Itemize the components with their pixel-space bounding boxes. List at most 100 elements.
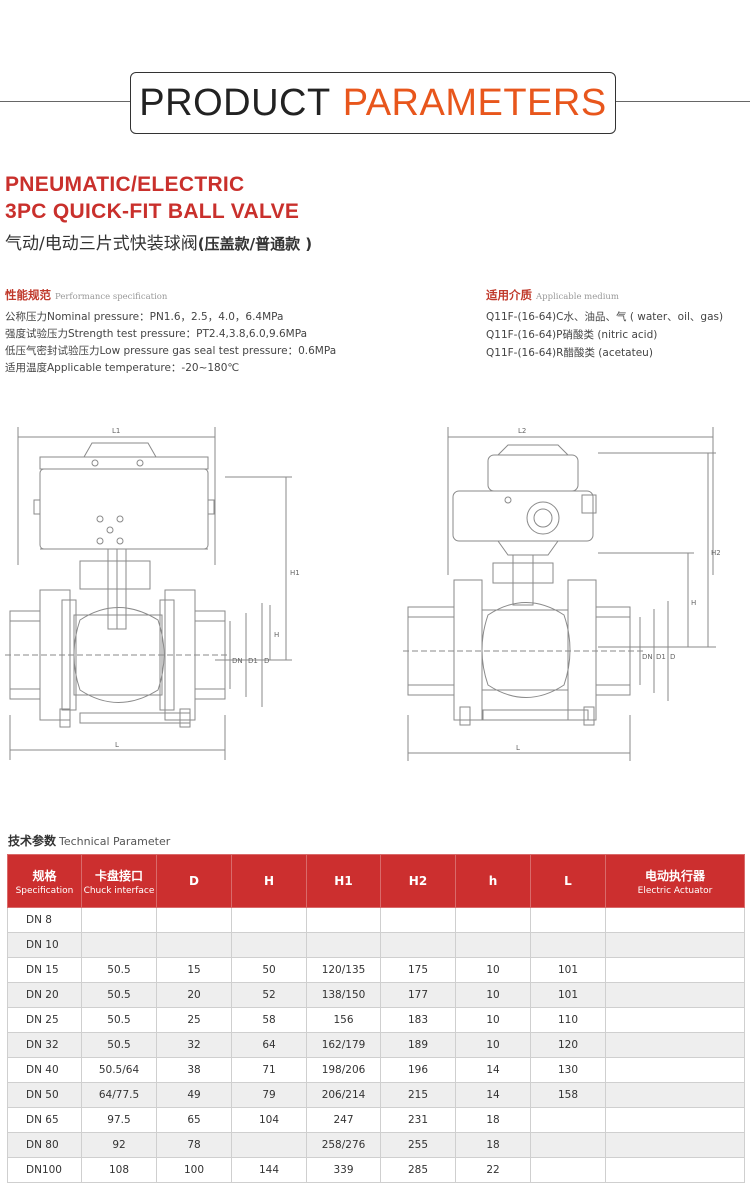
tech-param-heading-cn: 技术参数 xyxy=(8,834,57,848)
header-title-black: PRODUCT xyxy=(139,81,331,124)
header-title-red: PARAMETERS xyxy=(342,81,607,124)
electric-valve-drawing: L2 H2 H DN D1 D L xyxy=(403,427,721,761)
dim-label-D: D xyxy=(670,653,675,661)
table-cell xyxy=(455,932,531,958)
table-cell xyxy=(605,1157,745,1183)
table-row: DN 10 xyxy=(7,932,745,958)
table-cell: 15 xyxy=(156,957,232,983)
table-cell: 189 xyxy=(380,1032,456,1058)
column-header-sublabel: Chuck interface xyxy=(83,885,155,896)
table-cell: 20 xyxy=(156,982,232,1008)
table-cell xyxy=(231,932,307,958)
table-cell: 101 xyxy=(530,957,606,983)
column-header-label: 电动执行器 xyxy=(644,868,705,883)
column-header: 卡盘接口 Chuck interface xyxy=(81,854,157,908)
column-header: H2 xyxy=(380,854,456,908)
table-cell xyxy=(530,907,606,933)
performance-line: 适用温度Applicable temperature：-20~180℃ xyxy=(5,362,240,374)
table-cell xyxy=(605,982,745,1008)
table-cell xyxy=(156,907,232,933)
table-cell xyxy=(306,907,381,933)
column-header-label: H1 xyxy=(334,874,353,888)
table-cell xyxy=(380,907,456,933)
table-cell: 38 xyxy=(156,1057,232,1083)
performance-heading-en: Performance specification xyxy=(55,292,168,302)
table-cell xyxy=(530,1107,606,1133)
table-cell: DN 15 xyxy=(7,957,82,983)
dim-label-L: L xyxy=(115,741,119,749)
table-cell: 101 xyxy=(530,982,606,1008)
table-cell: 206/214 xyxy=(306,1082,381,1108)
table-cell: 183 xyxy=(380,1007,456,1033)
table-cell: 196 xyxy=(380,1057,456,1083)
table-cell: 50.5/64 xyxy=(81,1057,157,1083)
table-cell: 50.5 xyxy=(81,957,157,983)
column-header-label: D xyxy=(189,874,199,888)
table-cell: DN 40 xyxy=(7,1057,82,1083)
table-cell: 78 xyxy=(156,1132,232,1158)
table-cell: 215 xyxy=(380,1082,456,1108)
table-cell: DN 80 xyxy=(7,1132,82,1158)
table-cell: 175 xyxy=(380,957,456,983)
table-cell: 108 xyxy=(81,1157,157,1183)
column-header-label: 规格 xyxy=(32,868,57,883)
dim-label-D1: D1 xyxy=(248,657,258,665)
table-cell: DN 10 xyxy=(7,932,82,958)
table-cell: 156 xyxy=(306,1007,381,1033)
table-cell: DN 32 xyxy=(7,1032,82,1058)
dim-label-L1: L1 xyxy=(112,427,120,435)
table-cell: DN 8 xyxy=(7,907,82,933)
table-cell: 231 xyxy=(380,1107,456,1133)
table-cell: 22 xyxy=(455,1157,531,1183)
medium-heading-en: Applicable medium xyxy=(536,292,619,302)
table-cell: 258/276 xyxy=(306,1132,381,1158)
product-title-line2: 3PC QUICK-FIT BALL VALVE xyxy=(5,200,300,223)
performance-heading-cn: 性能规范 xyxy=(5,288,51,302)
table-cell: 104 xyxy=(231,1107,307,1133)
table-cell: 339 xyxy=(306,1157,381,1183)
table-cell: 97.5 xyxy=(81,1107,157,1133)
table-cell: DN 25 xyxy=(7,1007,82,1033)
dim-label-L2: L2 xyxy=(518,427,526,435)
table-cell xyxy=(605,1057,745,1083)
table-row: DN 8 xyxy=(7,907,745,933)
performance-line: 公称压力Nominal pressure：PN1.6，2.5，4.0，6.4MP… xyxy=(5,311,284,323)
table-cell: 49 xyxy=(156,1082,232,1108)
table-cell: 198/206 xyxy=(306,1057,381,1083)
dim-label-H: H xyxy=(691,599,696,607)
table-cell: 120 xyxy=(530,1032,606,1058)
table-cell xyxy=(605,957,745,983)
table-cell: 247 xyxy=(306,1107,381,1133)
table-cell: 50.5 xyxy=(81,1007,157,1033)
table-cell xyxy=(605,932,745,958)
table-cell: 110 xyxy=(530,1007,606,1033)
column-header-label: 卡盘接口 xyxy=(94,868,143,883)
table-cell: 71 xyxy=(231,1057,307,1083)
table-cell xyxy=(605,1132,745,1158)
product-title-line1: PNEUMATIC/ELECTRIC xyxy=(5,173,245,196)
product-title-cn: 气动/电动三片式快装球阀(压盖款/普通款 ) xyxy=(5,229,312,254)
table-cell: 92 xyxy=(81,1132,157,1158)
tech-param-heading-en: Technical Parameter xyxy=(59,835,171,848)
table-cell: 18 xyxy=(455,1107,531,1133)
column-header-label: L xyxy=(564,874,572,888)
table-cell xyxy=(605,1007,745,1033)
column-header-label: H xyxy=(263,874,275,888)
column-header: D xyxy=(156,854,232,908)
table-cell: 130 xyxy=(530,1057,606,1083)
dim-label-H1: H1 xyxy=(290,569,300,577)
table-cell: 10 xyxy=(455,1032,531,1058)
table-cell xyxy=(306,932,381,958)
table-cell: 144 xyxy=(231,1157,307,1183)
table-cell: 14 xyxy=(455,1057,531,1083)
